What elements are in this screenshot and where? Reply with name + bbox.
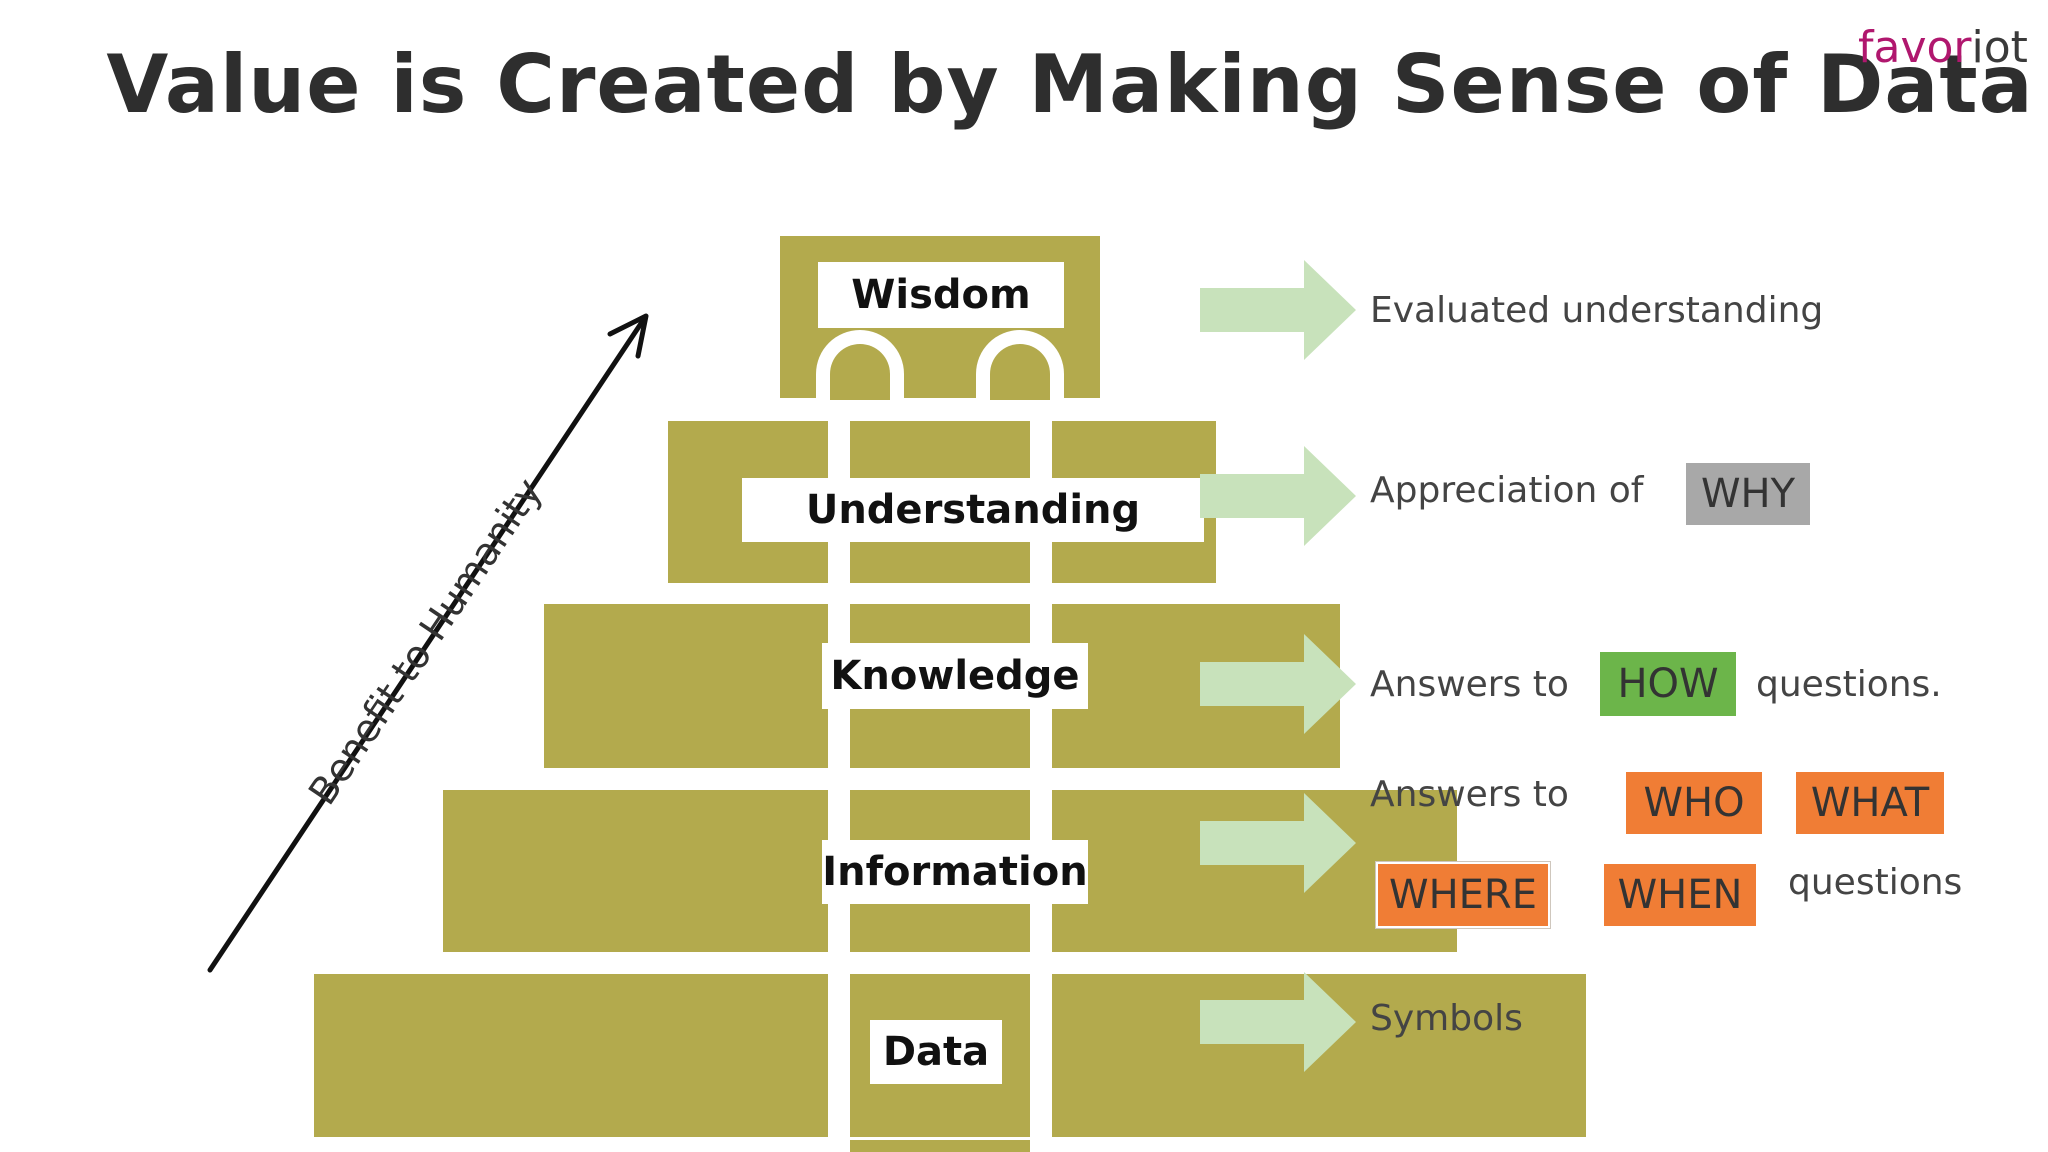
column-lane-right bbox=[1030, 400, 1052, 1152]
arrow-data bbox=[1200, 972, 1356, 1072]
desc-information-suffix: questions bbox=[1788, 862, 1963, 903]
tag-why: WHY bbox=[1686, 463, 1810, 525]
arrow-knowledge bbox=[1200, 634, 1356, 734]
tag-who: WHO bbox=[1626, 772, 1762, 834]
desc-understanding: Appreciation of bbox=[1370, 470, 1644, 511]
tag-what: WHAT bbox=[1796, 772, 1944, 834]
logo-part1: favor bbox=[1858, 22, 1972, 73]
label-data: Data bbox=[870, 1020, 1002, 1084]
block-base bbox=[850, 1140, 1030, 1152]
desc-knowledge-prefix: Answers to bbox=[1370, 664, 1569, 705]
desc-wisdom: Evaluated understanding bbox=[1370, 290, 1824, 331]
tag-where: WHERE bbox=[1376, 862, 1550, 928]
tag-when: WHEN bbox=[1604, 864, 1756, 926]
arrow-information bbox=[1200, 793, 1356, 893]
desc-information-prefix: Answers to bbox=[1370, 774, 1569, 815]
arrow-understanding bbox=[1200, 446, 1356, 546]
desc-data: Symbols bbox=[1370, 998, 1523, 1039]
tag-how: HOW bbox=[1600, 652, 1736, 716]
arrow-wisdom bbox=[1200, 260, 1356, 360]
arch-left-inner bbox=[830, 344, 890, 400]
label-information: Information bbox=[822, 840, 1088, 904]
slide-title: Value is Created by Making Sense of Data bbox=[106, 38, 2034, 131]
desc-knowledge-suffix: questions. bbox=[1756, 664, 1942, 705]
arch-right-inner bbox=[990, 344, 1050, 400]
favoriot-logo: favoriot bbox=[1858, 22, 2028, 73]
benefit-arrow bbox=[207, 313, 649, 973]
logo-part2: iot bbox=[1971, 22, 2028, 73]
column-lane-left bbox=[828, 400, 850, 1152]
label-understanding: Understanding bbox=[742, 478, 1204, 542]
label-knowledge: Knowledge bbox=[822, 643, 1088, 709]
label-wisdom: Wisdom bbox=[818, 262, 1064, 328]
